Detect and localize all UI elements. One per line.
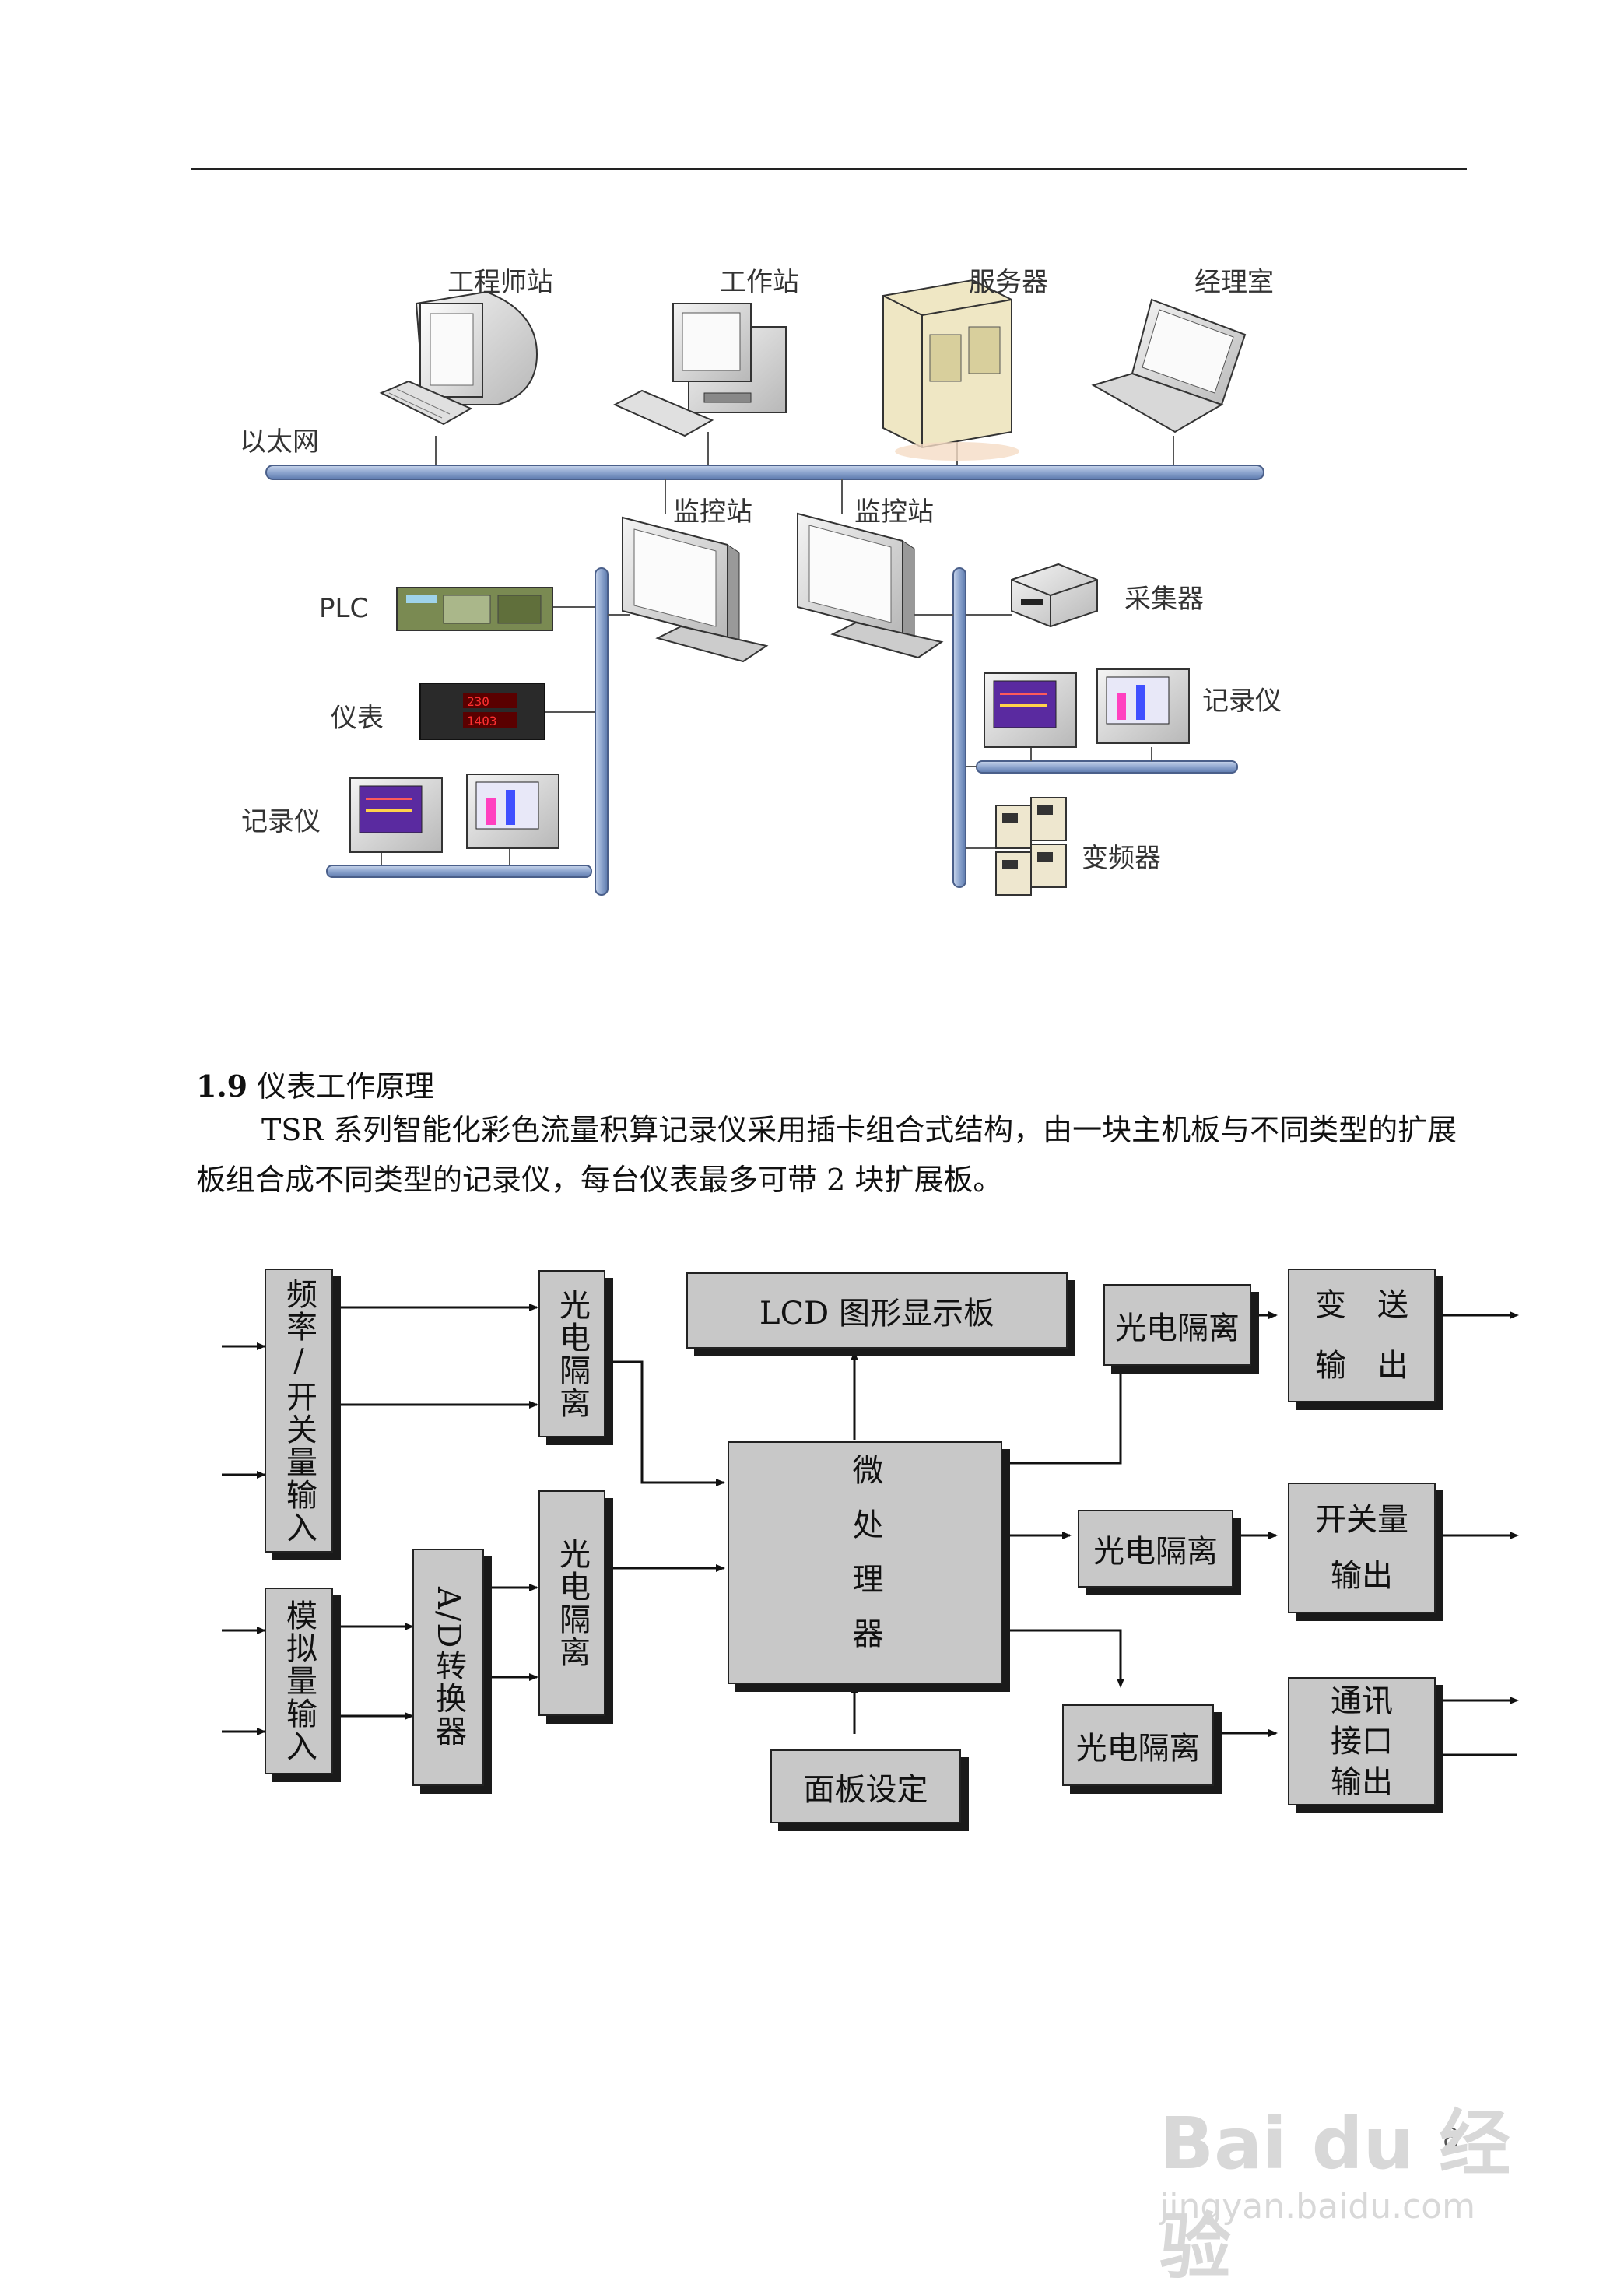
work-station-icon <box>612 303 787 437</box>
comm-line-2: 接口 <box>1331 1723 1393 1760</box>
svg-text:230: 230 <box>467 694 489 709</box>
manager-office-label: 经理室 <box>1194 267 1274 298</box>
engineer-station-icon <box>379 290 538 426</box>
switch-output-line-1: 开关量 <box>1315 1502 1408 1538</box>
baidu-watermark-url: jingyan.baidu.com <box>1159 2187 1476 2227</box>
engineer-station-label: 工程师站 <box>447 267 553 298</box>
transmit-output-block: 变 送 输 出 <box>1288 1269 1436 1402</box>
work-station-label: 工作站 <box>720 267 799 298</box>
comm-line-3: 输出 <box>1331 1763 1393 1800</box>
collector-label: 采集器 <box>1124 584 1204 615</box>
block-diagram-wires <box>222 1304 1519 1759</box>
opto-isolator-4-block: 光电隔离 <box>1078 1510 1233 1588</box>
freq-switch-input-block: 频率/开关量输入 <box>265 1269 333 1553</box>
server-icon <box>882 279 1019 461</box>
network-diagram: 230 1403 <box>265 279 1264 896</box>
page-number: 8 <box>1443 2123 1460 2154</box>
opto-isolator-3-block: 光电隔离 <box>1103 1284 1251 1366</box>
section-number: 1.9 <box>196 1069 248 1104</box>
transmit-output-line-1: 变 送 <box>1315 1287 1408 1323</box>
recorder-left-2-icon <box>466 774 559 849</box>
monitor-station-1-label: 监控站 <box>673 497 752 528</box>
inverter-label: 变频器 <box>1082 843 1161 874</box>
switch-output-line-2: 输出 <box>1331 1558 1393 1594</box>
collector-icon <box>1011 563 1098 628</box>
mcu-block: 微处理器 <box>728 1441 1002 1684</box>
server-label: 服务器 <box>969 267 1048 298</box>
comm-line-1: 通讯 <box>1331 1683 1393 1719</box>
opto-isolator-2-block: 光电隔离 <box>538 1490 605 1716</box>
ethernet-label: 以太网 <box>240 426 319 458</box>
laptop-icon <box>1091 298 1247 433</box>
recorder-right-2-icon <box>1096 668 1190 744</box>
opto-isolator-1-block: 光电隔离 <box>538 1270 605 1437</box>
lcd-board-block: LCD 图形显示板 <box>686 1272 1068 1349</box>
inverter-icon <box>995 797 1067 896</box>
opto-isolator-5-block: 光电隔离 <box>1062 1704 1214 1786</box>
ad-converter-block: A/D转换器 <box>412 1549 484 1786</box>
section-title: 仪表工作原理 <box>257 1069 435 1104</box>
header-rule <box>191 168 1467 170</box>
monitor-station-2-icon <box>797 512 944 659</box>
meter-label: 仪表 <box>331 703 384 734</box>
meter-icon: 230 1403 <box>419 683 545 740</box>
recorder-right-label: 记录仪 <box>1202 686 1282 717</box>
recorder-left-label: 记录仪 <box>241 806 321 837</box>
analog-input-block: 模拟量输入 <box>265 1588 333 1774</box>
ethernet-bus <box>265 465 1264 480</box>
panel-setting-block: 面板设定 <box>770 1749 961 1823</box>
recorder-right-1-icon <box>984 672 1077 748</box>
switch-output-block: 开关量 输出 <box>1288 1483 1436 1613</box>
recorder-left-1-icon <box>349 777 443 853</box>
transmit-output-line-2: 输 出 <box>1315 1348 1408 1384</box>
section-heading: 1.9 仪表工作原理 <box>196 1062 434 1105</box>
section-paragraph: TSR 系列智能化彩色流量积算记录仪采用插卡组合式结构，由一块主机板与不同类型的… <box>196 1113 1457 1197</box>
baidu-watermark-logo: Bai du 经验 <box>1159 2102 1511 2289</box>
svg-text:1403: 1403 <box>467 714 497 728</box>
plc-icon <box>396 587 553 631</box>
monitor-station-2-label: 监控站 <box>854 497 934 528</box>
comm-interface-block: 通讯 接口 输出 <box>1288 1677 1436 1805</box>
plc-label: PLC <box>319 593 369 624</box>
monitor-station-1-icon <box>622 516 769 663</box>
